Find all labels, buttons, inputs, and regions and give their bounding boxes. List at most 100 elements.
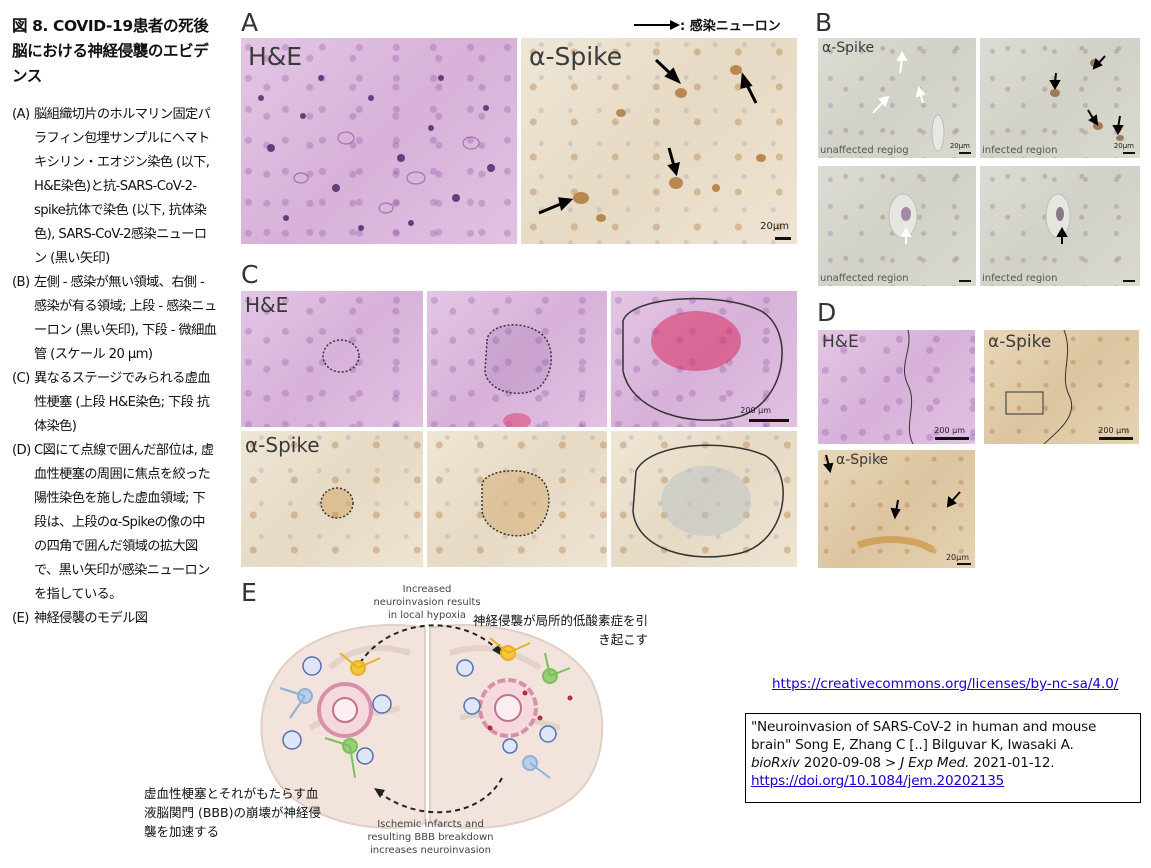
citation-title: "Neuroinvasion of SARS-CoV-2 in human an… (751, 719, 1097, 753)
citation-journal: J Exp Med. (900, 755, 970, 771)
panel-b-unaffected-top: α-Spike unaffected regiog 20μm (818, 38, 976, 158)
panel-a-he-image: H&E (241, 38, 517, 244)
microvessel (888, 193, 918, 244)
diagram-top-japanese: 神経侵襲が局所的低酸素症を引き起こす (472, 613, 648, 647)
white-arrows (872, 50, 945, 152)
infarct-outline (484, 324, 552, 427)
panel-d-spike-zoom: α-Spike 20μm (818, 450, 975, 568)
legend-text: 神経侵襲のモデル図 (34, 611, 148, 626)
license-link[interactable]: https://creativecommons.org/licenses/by-… (772, 676, 1119, 692)
panel-d-label: D (817, 298, 837, 327)
panel-d-spike-image: α-Spike 200 μm (984, 330, 1139, 444)
panel-c-spike-stage2 (427, 431, 607, 567)
scale-bar (959, 280, 971, 282)
panel-a-he-label: H&E (248, 42, 303, 71)
panel-e-label: E (241, 578, 257, 607)
scale-label: 200 μm (1098, 426, 1129, 435)
arrow-legend: : 感染ニューロン (634, 15, 781, 34)
panel-a-spike-label: α-Spike (529, 42, 623, 71)
legend-label: (D) (12, 443, 31, 458)
legend-label: (B) (12, 275, 30, 290)
scale-label: 20μm (760, 221, 789, 232)
brain-model-diagram: Increased neuroinvasion results in local… (240, 578, 660, 863)
citation-authors: Song E, Zhang C [..] Bilguvar K, Iwasaki… (795, 737, 1074, 753)
legend-label: (E) (12, 611, 29, 626)
panel-d-he-image: H&E 200 μm (818, 330, 975, 444)
scale-bar (1099, 437, 1133, 440)
figure-caption: 図 8. COVID-19患者の死後脳における神経侵襲のエビデンス (A) 脳組… (12, 14, 217, 631)
panel-c-he-stage3: 200 μm (611, 291, 797, 427)
figure-title: 図 8. COVID-19患者の死後脳における神経侵襲のエビデンス (12, 17, 209, 85)
citation-preprint-date: 2020-09-08 > (803, 755, 897, 771)
region-label: unaffected region (820, 273, 909, 284)
citation-box: "Neuroinvasion of SARS-CoV-2 in human an… (745, 713, 1141, 803)
diagram-top-english: Increased neuroinvasion results in local… (373, 584, 481, 621)
infarct-outline (320, 487, 354, 519)
legend-item-c: (C) 異なるステージでみられる虚血性梗塞 (上段 H&E染色; 下段 抗体染色… (12, 367, 217, 439)
doi-link[interactable]: https://doi.org/10.1084/jem.20202135 (751, 773, 1005, 789)
arrow-icon (634, 19, 680, 30)
legend-list: (A) 脳組織切片のホルマリン固定パラフィン包埋サンプルにヘマトキシリン・エオジ… (12, 103, 217, 631)
legend-text: 脳組織切片のホルマリン固定パラフィン包埋サンプルにヘマトキシリン・エオジン染色 … (34, 107, 211, 266)
legend-item-d: (D) C図にて点線で囲んだ部位は, 虚血性梗塞の周囲に焦点を絞った陽性染色を施… (12, 439, 217, 607)
zoom-arrows (823, 454, 961, 554)
panel-d-he-label: H&E (822, 332, 859, 352)
citation-journal-date: 2021-01-12. (973, 755, 1055, 771)
scale-bar (1123, 280, 1135, 282)
panel-b-infected-bottom: infected region (980, 166, 1140, 286)
panel-a-label: A (241, 8, 259, 37)
scale-bar (775, 237, 791, 240)
panel-b-unaffected-bottom: unaffected region (818, 166, 976, 286)
boundary-line (1005, 330, 1073, 444)
scale-bar (935, 437, 969, 440)
scale-label: 20μm (949, 142, 970, 150)
panel-c-spike-label: α-Spike (245, 433, 320, 457)
diagram-bottom-japanese: 虚血性梗塞とそれがもたらす血液脳関門 (BBB)の崩壊が神経侵襲を加速する (144, 786, 321, 839)
virus-icon (282, 656, 557, 765)
panel-c-he-stage1: H&E (241, 291, 423, 427)
region-label: unaffected regiog (820, 145, 909, 156)
infarct-outline (322, 339, 360, 373)
black-arrows (1049, 55, 1124, 141)
citation-preprint: bioRxiv (751, 755, 800, 771)
legend-item-a: (A) 脳組織切片のホルマリン固定パラフィン包埋サンプルにヘマトキシリン・エオジ… (12, 103, 217, 271)
scale-bar (957, 563, 971, 565)
boundary-line (904, 330, 914, 444)
infected-arrows (538, 58, 758, 215)
legend-text: C図にて点線で囲んだ部位は, 虚血性梗塞の周囲に焦点を絞った陽性染色を施した虚血… (34, 443, 214, 602)
scale-bar (1123, 152, 1135, 154)
he-cells (258, 75, 495, 231)
scale-label: 200 μm (740, 406, 771, 415)
legend-text: 異なるステージでみられる虚血性梗塞 (上段 H&E染色; 下段 抗体染色) (34, 371, 211, 434)
infarct-outline (622, 297, 783, 421)
brain-illustration (260, 624, 604, 829)
microvessel (1045, 193, 1071, 244)
region-label: infected region (982, 145, 1058, 156)
infarct-outline (632, 444, 784, 558)
panel-d-spike-label: α-Spike (988, 332, 1052, 352)
infarct-outline (481, 470, 550, 537)
panel-b-label: B (815, 8, 833, 37)
legend-item-b: (B) 左側 - 感染が無い領域、右側 - 感染が有る領域; 上段 - 感染ニュ… (12, 271, 217, 367)
arrow-legend-text: : 感染ニューロン (680, 19, 781, 34)
scale-bar (959, 152, 971, 154)
legend-text: 左側 - 感染が無い領域、右側 - 感染が有る領域; 上段 - 感染ニューロン … (34, 275, 217, 362)
legend-label: (A) (12, 107, 30, 122)
panel-a-spike-image: α-Spike 20μm (521, 38, 797, 244)
scale-bar (749, 419, 789, 422)
spike-cells (538, 58, 766, 222)
panel-c-spike-stage3 (611, 431, 797, 567)
legend-label: (C) (12, 371, 30, 386)
panel-d-spike-zoom-label: α-Spike (836, 452, 889, 468)
panel-c-label: C (241, 260, 259, 289)
scale-label: 20μm (945, 553, 969, 562)
panel-b-infected-top: infected region 20μm (980, 38, 1140, 158)
diagram-bottom-english: Ischemic infarcts and resulting BBB brea… (367, 819, 494, 856)
panel-b-stain-label: α-Spike (822, 40, 875, 56)
scale-label: 200 μm (934, 426, 965, 435)
panel-c-spike-stage1: α-Spike (241, 431, 423, 567)
region-label: infected region (982, 273, 1058, 284)
panel-c-he-label: H&E (245, 293, 289, 317)
scale-label: 20μm (1113, 142, 1134, 150)
legend-item-e: (E) 神経侵襲のモデル図 (12, 607, 217, 631)
